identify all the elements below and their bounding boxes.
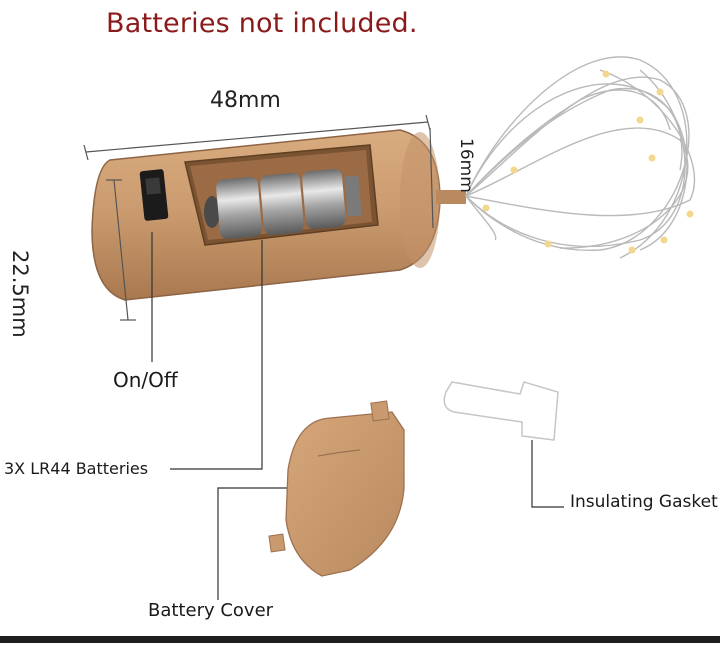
lr44-batteries [204, 169, 362, 240]
length-dimension-label: 48mm [210, 88, 281, 113]
insulating-gasket-part [443, 381, 559, 441]
bottom-bar [0, 636, 720, 643]
leader-lines [151, 232, 564, 600]
holder-neck [436, 190, 466, 204]
neck-dimension-label: 16mm [456, 138, 476, 193]
batteries-label: 3X LR44 Batteries [4, 459, 149, 478]
led-beads [482, 70, 694, 254]
dimension-lines [83, 114, 434, 321]
on-off-label: On/Off [113, 368, 178, 392]
height-dimension-label: 22.5mm [8, 250, 32, 338]
insulating-gasket-label: Insulating Gasket [570, 492, 718, 512]
page-title: Batteries not included. [106, 8, 418, 39]
battery-cover-label: Battery Cover [148, 600, 274, 621]
fairy-string-lights [465, 56, 696, 259]
on-off-switch [139, 169, 169, 221]
battery-cover-part [268, 400, 405, 577]
